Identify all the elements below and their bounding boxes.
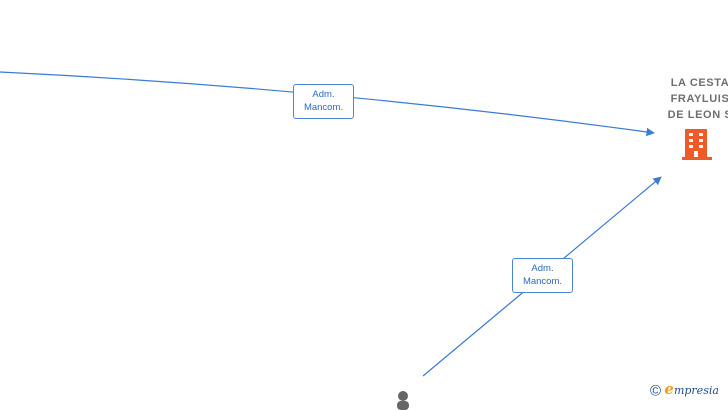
- edge-label-adm-mancom[interactable]: Adm. Mancom.: [512, 258, 573, 293]
- edge-label-line2: Mancom.: [522, 276, 563, 287]
- copyright-symbol: ©: [650, 382, 662, 400]
- edge-label-adm-mancom[interactable]: Adm. Mancom.: [293, 84, 354, 119]
- brand-initial: e: [664, 380, 674, 398]
- company-name-line1: LA CESTA: [670, 77, 728, 89]
- building-icon[interactable]: [681, 127, 713, 161]
- company-name[interactable]: LA CESTA FRAYLUIS DE LEON S: [640, 75, 728, 123]
- company-name-line3: DE LEON S: [667, 109, 728, 121]
- company-name-line2: FRAYLUIS: [670, 93, 728, 105]
- edge-label-line1: Adm.: [312, 89, 335, 100]
- edge-label-line1: Adm.: [531, 263, 554, 274]
- relationship-diagram: [0, 71, 662, 377]
- brand-name: mpresia: [673, 384, 719, 397]
- edge-label-line2: Mancom.: [303, 102, 344, 113]
- empresia-watermark: © empresia: [650, 380, 719, 400]
- person-icon[interactable]: [397, 390, 409, 410]
